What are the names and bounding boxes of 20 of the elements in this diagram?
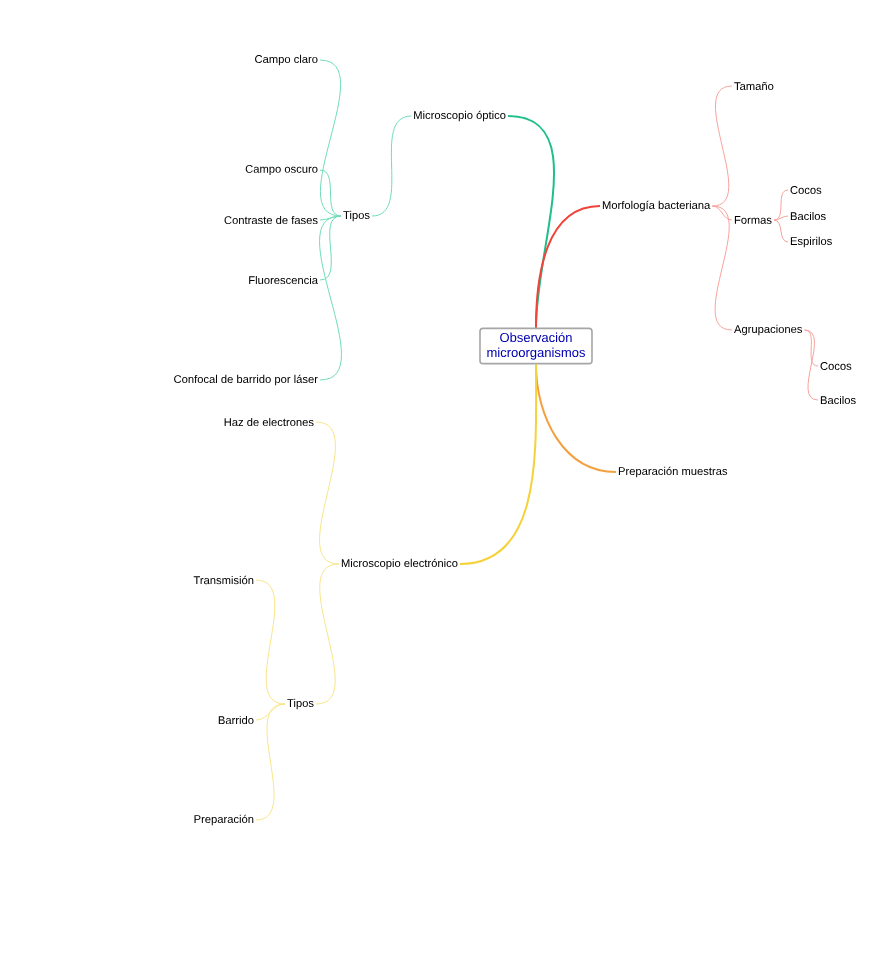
branch-line	[255, 703, 286, 721]
branch-line	[319, 215, 342, 281]
branch-line	[319, 169, 342, 217]
branch-line	[773, 189, 789, 221]
branch-line	[535, 205, 601, 329]
branch-line	[315, 563, 340, 705]
branch-line	[711, 205, 733, 331]
branch-line	[319, 59, 342, 217]
branch-line	[371, 115, 412, 217]
branch-line	[803, 329, 819, 367]
branch-line	[459, 363, 538, 565]
branch-line	[319, 215, 342, 381]
branch-line	[315, 421, 340, 565]
branch-line	[711, 205, 733, 221]
branch-line	[773, 215, 789, 221]
branch-line	[773, 219, 789, 243]
branch-line	[711, 85, 733, 207]
branch-line	[255, 579, 286, 705]
branch-line	[255, 703, 286, 821]
branch-line	[803, 329, 819, 401]
